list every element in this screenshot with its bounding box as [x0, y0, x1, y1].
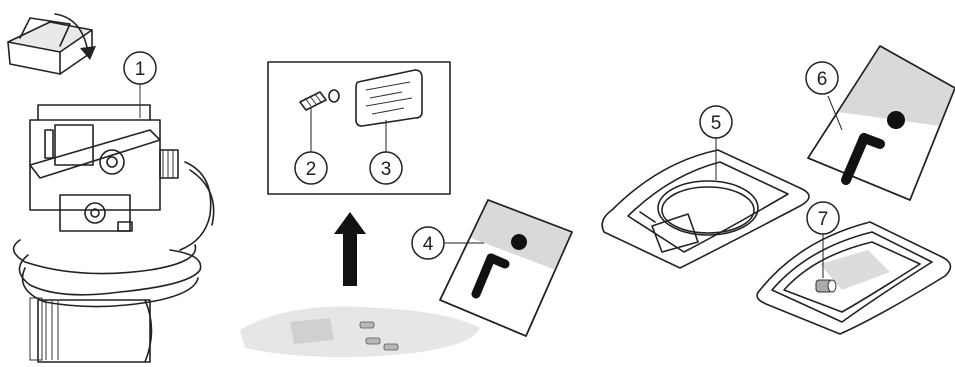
callout-6-label: 6: [817, 69, 828, 90]
main-unit-illustration: [14, 105, 214, 362]
callout-5-label: 5: [711, 113, 722, 134]
open-box-illustration: [8, 18, 92, 74]
plastic-bag-with-parts: [240, 306, 480, 357]
callout-1-label: 1: [135, 59, 146, 80]
cable-bag: [602, 150, 809, 268]
callout-6: 6: [806, 62, 842, 130]
callout-7-label: 7: [818, 209, 829, 230]
callout-5: 5: [700, 106, 732, 180]
callout-3: 3: [370, 120, 402, 184]
up-arrow-icon: [334, 212, 366, 286]
callout-2-label: 2: [306, 159, 317, 180]
callout-3-label: 3: [381, 159, 392, 180]
callout-2: 2: [295, 108, 327, 184]
fitting-small-part: [300, 90, 339, 110]
callout-4-label: 4: [423, 234, 434, 255]
callout-1: 1: [124, 52, 156, 118]
accessory-kit-bag: [757, 222, 950, 334]
label-card: [356, 70, 422, 126]
